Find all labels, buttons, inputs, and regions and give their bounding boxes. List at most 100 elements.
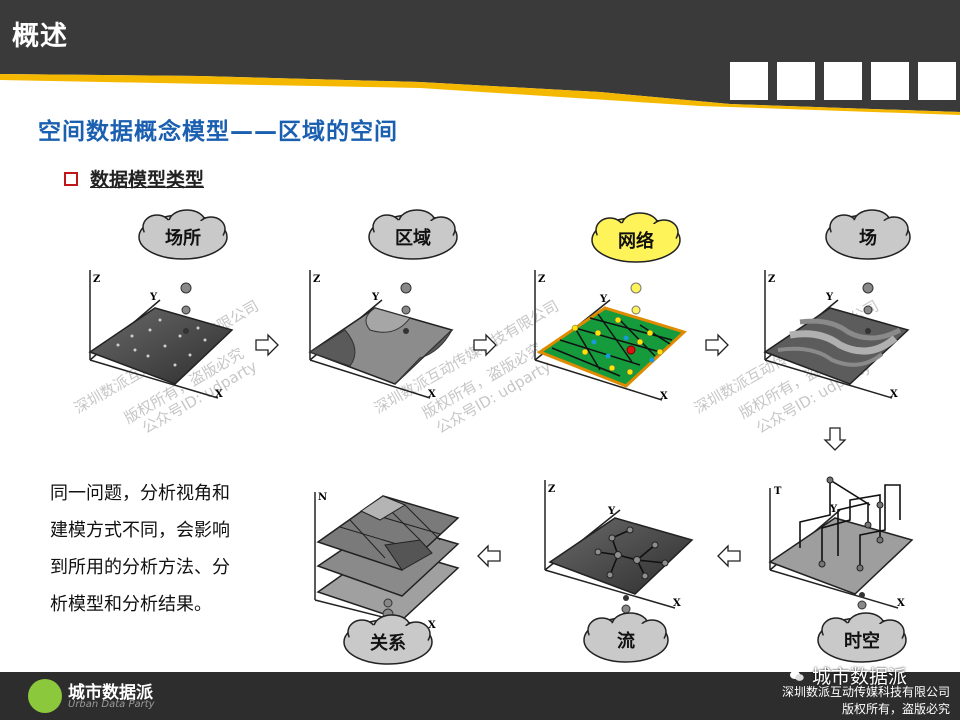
cloud-label-region: 区域	[368, 209, 458, 260]
axis-n-label: N	[318, 492, 327, 503]
thought-bubble-dot	[181, 305, 191, 315]
wechat-icon	[790, 671, 804, 681]
flow-model-panel: Z Y X	[544, 480, 694, 614]
header-square	[824, 62, 862, 100]
description-line: 析模型和分析结果。	[50, 594, 212, 615]
arrow-right-icon	[705, 333, 729, 357]
thought-bubble-dot	[862, 282, 874, 294]
description-paragraph: 同一问题，分析视角和 建模方式不同，会影响 到所用的分析方法、分 析模型和分析结…	[50, 475, 275, 623]
cloud-label-relation: 关系	[343, 614, 433, 665]
axis-z-label: Z	[93, 274, 100, 285]
axis-x-label: X	[660, 391, 668, 402]
cloud-label-spacetime: 时空	[817, 612, 907, 663]
header-bar	[0, 0, 960, 115]
axis-t-label: T	[774, 486, 782, 497]
arrow-down-icon	[823, 427, 847, 451]
axis-x-label: X	[890, 389, 898, 400]
axis-x-label: X	[673, 598, 681, 609]
trajectory-points	[818, 476, 884, 572]
axis-y-label: Y	[371, 292, 380, 303]
thought-bubble-dot	[403, 328, 409, 334]
model-label: 流	[617, 630, 635, 652]
model-label: 场所	[165, 228, 201, 249]
arrow-left-icon	[477, 544, 501, 568]
model-label: 区域	[395, 227, 431, 249]
slide-subtitle: 空间数据概念模型——区域的空间	[38, 119, 398, 145]
cloud-label-flow: 流	[583, 612, 669, 663]
section-heading: 数据模型类型	[90, 169, 205, 191]
point-features	[116, 318, 207, 367]
wechat-account-name: 城市数据派	[812, 666, 908, 688]
contour-band	[799, 318, 902, 341]
copyright-line: 深圳数派互动传媒科技有限公司	[781, 685, 950, 699]
spacetime-model-panel: T Y X	[768, 476, 914, 610]
logo-text: 城市数据派	[68, 683, 153, 703]
cloud-label-field: 场	[825, 209, 911, 260]
arrow-left-icon	[717, 544, 741, 568]
axis-y-label: Y	[149, 292, 158, 303]
flow-nodes	[594, 526, 669, 580]
axis-y-label: Y	[829, 504, 838, 515]
axis-x-label: X	[897, 598, 905, 609]
plane	[536, 306, 687, 388]
arrow-right-icon	[255, 333, 279, 357]
thought-bubble-dot	[180, 282, 192, 294]
copyright-line: 版权所有，盗版必究	[841, 702, 950, 716]
header-square	[777, 62, 815, 100]
region-polygon	[308, 329, 356, 367]
model-label: 网络	[618, 230, 654, 252]
network-model-panel: Z Y X	[534, 270, 687, 402]
contour-band	[789, 330, 898, 355]
model-label: 场	[859, 228, 877, 249]
axis-z-label: Z	[538, 274, 545, 285]
plane	[768, 517, 914, 595]
thought-bubble-dot	[630, 282, 642, 294]
arrow-right-icon	[473, 333, 497, 357]
thought-bubble-dot	[857, 600, 867, 610]
axis-x-label: X	[428, 389, 436, 400]
description-line: 同一问题，分析视角和	[50, 483, 230, 504]
thought-bubble-dot	[865, 328, 871, 334]
model-label: 时空	[844, 630, 880, 652]
network-nodes	[591, 335, 655, 363]
thought-bubble-dot	[631, 305, 641, 315]
plane	[88, 307, 234, 385]
logo-subtext: Urban Data Party	[68, 699, 155, 710]
thought-bubble-dot	[383, 598, 393, 608]
axis-x-label: X	[428, 620, 436, 631]
header-square	[918, 62, 956, 100]
header-square	[871, 62, 909, 100]
axis-z-label: Z	[313, 274, 320, 285]
thought-bubble-dot	[859, 592, 865, 598]
checkbox-bullet-icon	[64, 172, 78, 186]
header-square	[730, 62, 768, 100]
region-polygon	[365, 307, 411, 333]
logo-badge-icon	[28, 679, 62, 713]
axis-z-label: Z	[768, 274, 775, 285]
axis-y-label: Y	[607, 506, 616, 517]
model-label: 关系	[370, 632, 406, 654]
cloud-label-network: 网络	[591, 212, 681, 263]
axis-x-label: X	[215, 389, 223, 400]
data-model-diagram: Z Y X Z Y X Z Y	[88, 209, 914, 665]
description-line: 到所用的分析方法、分	[50, 557, 230, 578]
thought-bubble-dot	[401, 305, 411, 315]
place-model-panel: Z Y X	[88, 270, 234, 400]
description-line: 建模方式不同，会影响	[50, 520, 230, 541]
axis-y-label: Y	[825, 292, 834, 303]
field-model-panel: Z Y X	[763, 270, 910, 400]
axis-z-label: Z	[548, 484, 555, 495]
thought-bubble-dot	[623, 595, 629, 601]
relation-model-panel: N X	[314, 492, 460, 631]
layer-top-parcel	[359, 495, 407, 521]
region-polygon	[394, 329, 453, 385]
page-title: 概述	[12, 21, 68, 52]
network-nodes	[571, 316, 664, 376]
layer-top-parcel	[384, 539, 433, 571]
thought-bubble-dot	[183, 328, 189, 334]
network-node-highlight	[626, 345, 636, 355]
region-model-panel: Z Y X	[308, 270, 454, 400]
thought-bubble-dot	[400, 282, 412, 294]
contour-band	[777, 346, 884, 367]
axis-y-label: Y	[599, 294, 608, 305]
